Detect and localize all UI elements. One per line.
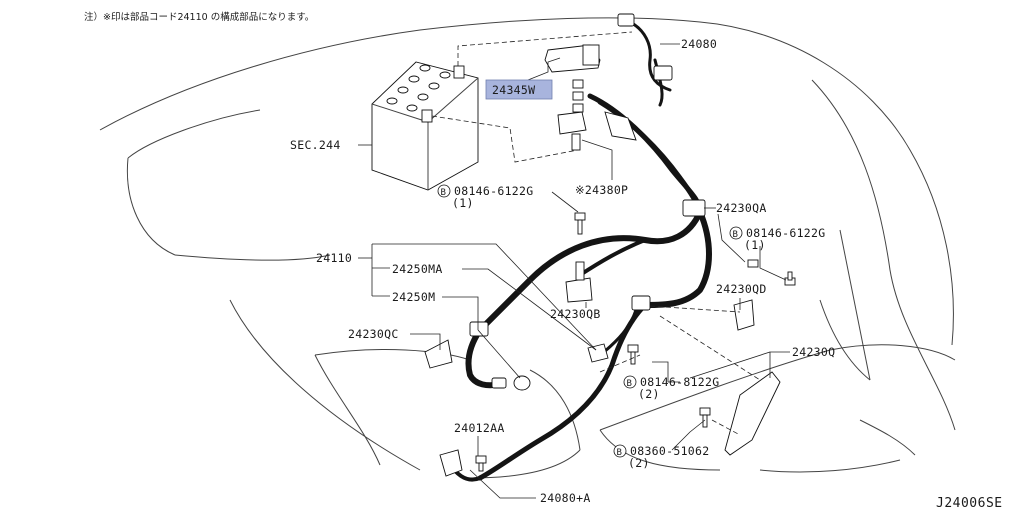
component-fusible-link: [572, 79, 637, 141]
label-bolt-08146-6122g-b[interactable]: 08146-6122G: [746, 226, 825, 240]
bolt-marker-letter: B: [617, 448, 623, 458]
component-24345w: [544, 44, 601, 73]
label-bolt-08146-6122g-a[interactable]: 08146-6122G: [454, 184, 533, 198]
bracket-24230q: [724, 371, 781, 456]
vehicle-body-outline: [99, 17, 956, 479]
part-labels: 24080 24345W SEC.244 ※24380P B 08146-612…: [290, 37, 835, 505]
bolt-marker-letter: B: [441, 188, 447, 198]
label-bolt-08146-8122g-qty: (2): [638, 387, 660, 401]
label-bolt-08360-51062-qty: (2): [628, 456, 650, 470]
diagram-code: J24006SE: [936, 496, 1003, 511]
bolt-marker-icon: [437, 184, 451, 198]
battery-terminal-negative: [421, 109, 433, 123]
label-24230qd[interactable]: 24230QD: [716, 282, 767, 296]
label-24250m[interactable]: 24250M: [392, 290, 435, 304]
highlight-24345w: [485, 79, 553, 100]
label-24380p[interactable]: ※24380P: [575, 183, 628, 197]
bolt-icon: [784, 271, 796, 286]
label-bolt-08146-6122g-b-qty: (1): [744, 238, 766, 252]
bolt-marker-icon: [729, 226, 743, 240]
leader-lines: [358, 31, 790, 499]
battery-cell-caps: [386, 64, 451, 112]
label-24345w[interactable]: 24345W: [492, 83, 535, 97]
label-24080a[interactable]: 24080+A: [540, 491, 591, 505]
terminal-ends: [439, 343, 609, 477]
bracket-24230qc: [424, 339, 453, 369]
battery: [371, 61, 479, 191]
bolt-icon: [699, 407, 711, 428]
label-24230qb[interactable]: 24230QB: [550, 307, 601, 321]
label-24230qa[interactable]: 24230QA: [716, 201, 767, 215]
bolt-icon: [574, 212, 586, 235]
component-24080-connector: [617, 13, 673, 81]
label-bolt-08360-51062[interactable]: 08360-51062: [630, 444, 709, 458]
bolt-icon: [475, 455, 487, 472]
label-24110[interactable]: 24110: [316, 251, 352, 265]
label-24080[interactable]: 24080: [681, 37, 717, 51]
component-24380p: [557, 111, 587, 151]
bolt-marker-icon: [613, 444, 627, 458]
label-24230q[interactable]: 24230Q: [792, 345, 835, 359]
label-24012aa[interactable]: 24012AA: [454, 421, 505, 435]
label-bolt-08146-6122g-a-qty: (1): [452, 196, 474, 210]
bracket-24230qb: [565, 261, 593, 303]
label-bolt-08146-8122g[interactable]: 08146-8122G: [640, 375, 719, 389]
bolt-marker-group: B: [613, 444, 627, 458]
clamp-24230qd: [733, 299, 755, 331]
bolt-marker-letter: B: [627, 379, 633, 389]
bolt-marker-group: B: [623, 375, 637, 389]
battery-terminal-positive: [453, 65, 465, 79]
label-sec244[interactable]: SEC.244: [290, 138, 341, 152]
header-note: 注）※印は部品コード24110 の構成部品になります。: [84, 11, 314, 23]
clamp-24230qa: [682, 199, 706, 217]
bolt-marker-letter: B: [733, 230, 739, 240]
bolt-marker-group: B: [437, 184, 451, 198]
bolt-icon: [747, 259, 759, 268]
label-24230qc[interactable]: 24230QC: [348, 327, 399, 341]
label-24250ma[interactable]: 24250MA: [392, 262, 443, 276]
bolt-icon: [627, 344, 639, 365]
clamp-24250m: [469, 295, 651, 337]
bolt-marker-icon: [623, 375, 637, 389]
bolt-marker-group: B: [729, 226, 743, 240]
